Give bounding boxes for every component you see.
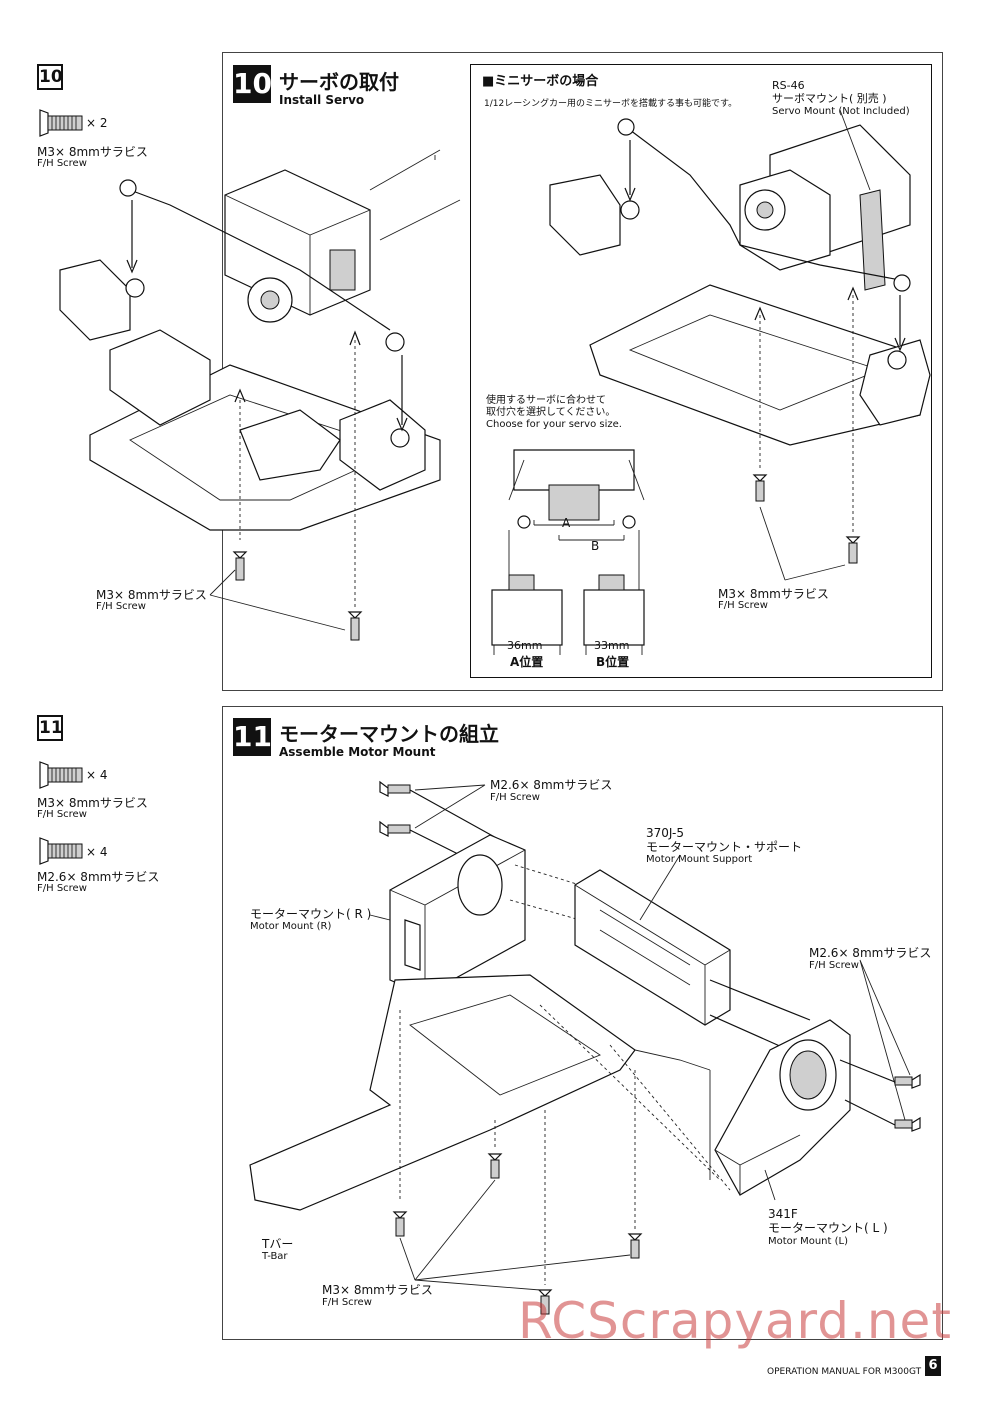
watermark: RCScrapyard.net	[518, 1292, 952, 1350]
screw-callout-en: F/H Screw	[96, 601, 146, 612]
choose-jp-2: 取付穴を選択してください。	[486, 407, 616, 418]
servo-chassis-drawing	[59, 149, 461, 641]
step10-badge: 10	[233, 65, 272, 103]
flat-head-screw-icon	[39, 761, 83, 789]
screw-bottom-jp: M3× 8mmサラビス	[322, 1283, 433, 1297]
part-quantity: × 4	[86, 845, 108, 859]
mount-name-jp: サーボマウント( 別売 )	[772, 92, 887, 105]
tbar-jp: Tバー	[262, 1237, 294, 1251]
step-number-box: 11	[37, 715, 63, 741]
step11-title-jp: モーターマウントの組立	[279, 722, 499, 746]
part-name-en: F/H Screw	[37, 158, 87, 169]
step-number-box: 10	[37, 64, 63, 90]
part-name-jp: M3× 8mmサラビス	[37, 796, 148, 810]
step11-panel	[222, 706, 943, 1340]
mount-l-jp: モーターマウント( L )	[768, 1221, 888, 1235]
support-code: 370J-5	[646, 826, 684, 840]
part-name-en: F/H Screw	[37, 883, 87, 894]
inset-screw-en: F/H Screw	[718, 600, 768, 611]
support-name-jp: モーターマウント・サポート	[646, 840, 803, 854]
label-b: B	[591, 539, 600, 553]
flat-head-screw-icon	[39, 837, 83, 865]
position-a: A位置	[510, 655, 544, 669]
part-quantity: × 2	[86, 116, 108, 130]
mini-servo-inset	[470, 64, 932, 678]
callout-screw-top-en: F/H Screw	[490, 792, 540, 803]
mount-l-en: Motor Mount (L)	[768, 1236, 848, 1247]
screw-callout-jp: M3× 8mmサラビス	[96, 588, 207, 602]
servo-size-diagram	[491, 449, 645, 655]
flat-head-screw-icon	[39, 109, 83, 137]
part-name-jp: M2.6× 8mmサラビス	[37, 870, 160, 884]
mount-r-jp: モーターマウント( R )	[250, 907, 372, 921]
inset-screw-jp: M3× 8mmサラビス	[718, 587, 829, 601]
step10-title-jp: サーボの取付	[279, 70, 399, 94]
callout-screw-top-jp: M2.6× 8mmサラビス	[490, 778, 613, 792]
part-name-en: F/H Screw	[37, 809, 87, 820]
label-a: A	[562, 516, 571, 530]
size-b: 33mm	[594, 639, 630, 652]
page-number: 6	[925, 1356, 941, 1376]
screw-bottom-en: F/H Screw	[322, 1297, 372, 1308]
inset-heading: ■ミニサーボの場合	[482, 74, 599, 89]
mini-servo-drawing	[549, 109, 931, 581]
motor-mount-drawing	[249, 780, 921, 1315]
step11-badge: 11	[233, 718, 272, 756]
tbar-en: T-Bar	[262, 1251, 288, 1262]
position-b: B位置	[596, 655, 630, 669]
choose-jp-1: 使用するサーボに合わせて	[486, 395, 606, 406]
screw-right-en: F/H Screw	[809, 960, 859, 971]
part-quantity: × 4	[86, 768, 108, 782]
mount-code: RS-46	[772, 79, 805, 92]
part-name-jp: M3× 8mmサラビス	[37, 145, 148, 159]
step10-title-en: Install Servo	[279, 93, 365, 107]
mount-l-code: 341F	[768, 1207, 798, 1221]
support-name-en: Motor Mount Support	[646, 854, 753, 865]
size-a: 36mm	[507, 639, 543, 652]
inset-note: 1/12レーシングカー用のミニサーボを搭載する事も可能です。	[484, 99, 738, 109]
choose-en: Choose for your servo size.	[486, 419, 622, 430]
step11-title-en: Assemble Motor Mount	[279, 745, 436, 759]
footer-manual: OPERATION MANUAL FOR M300GT	[767, 1367, 922, 1377]
mount-r-en: Motor Mount (R)	[250, 921, 332, 932]
screw-right-jp: M2.6× 8mmサラビス	[809, 946, 932, 960]
